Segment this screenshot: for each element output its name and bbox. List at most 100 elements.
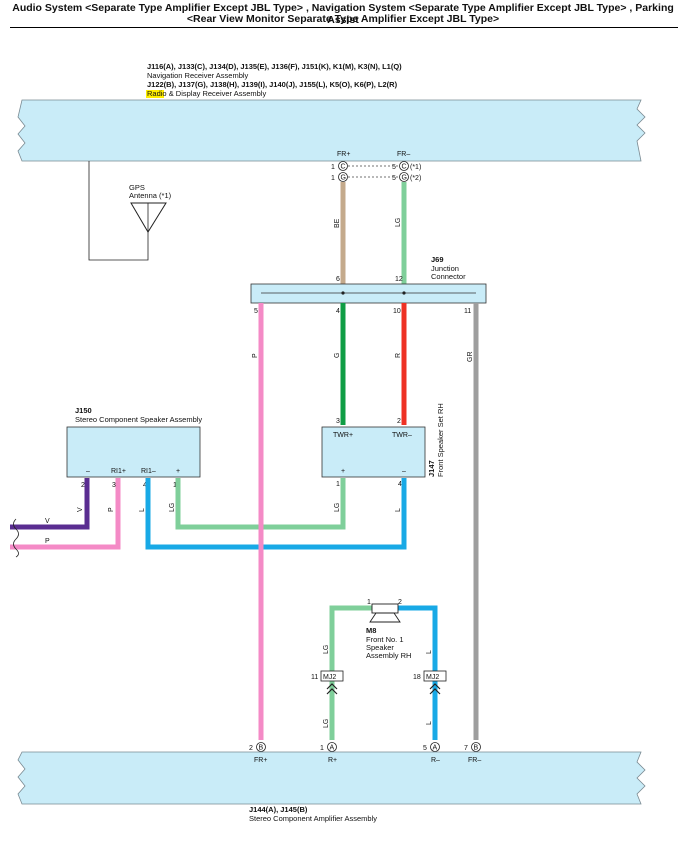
mj2-junction-left [320,670,344,682]
j69-id: J69 [431,255,444,264]
amp-terminal-r-minus: R– [431,757,440,764]
wire-label-be: BE [334,218,341,228]
j147-id: J147 [427,460,436,477]
m8-id: M8 [366,626,376,635]
j147-terminal-twr-minus: TWR– [392,432,412,439]
amp-terminal-fr-plus: FR+ [254,757,267,764]
receiver-assembly-panel [17,99,646,162]
j147-pin-3: 3 [336,418,340,425]
j150-speaker-assembly [66,426,201,478]
svg-text:MJ2: MJ2 [323,674,336,681]
j150-pin-2: 2 [81,482,85,489]
m8-speaker-icon [371,603,399,614]
mj2-left-chevron-icon [326,683,338,695]
amplifier-assembly-panel [17,751,646,805]
j69-junction-connector [250,283,487,304]
j150-name: Stereo Component Speaker Assembly [75,415,202,424]
gps-antenna-lead [88,161,149,261]
m8-pin-2: 2 [398,599,402,606]
j147-terminal-plus: + [341,468,345,475]
mj2-right-chevron-icon [429,683,441,695]
j69-pin-6: 6 [336,276,340,283]
note-star-1: (*1) [410,164,421,171]
wire-label-r: R [395,353,402,358]
amp-name: Stereo Component Amplifier Assembly [249,814,377,823]
j150-terminal-ri1-minus: RI1– [141,468,156,475]
wire-l-m8 [398,605,438,740]
j69-pin-4: 4 [336,308,340,315]
wire-label-gr: GR [467,352,474,363]
pin-5g: 5 [392,175,396,182]
gps-label: GPS [129,183,145,192]
wire-label-v-vertical: V [77,507,84,512]
m8-name-2: Speaker [366,643,394,652]
amp-pin-7b: 7 [464,745,468,752]
mj2-pin-18: 18 [413,674,421,681]
j69-name-2: Connector [431,272,466,281]
wire-label-l-j147: L [395,508,402,512]
svg-text:C: C [402,164,407,171]
amp-pin-5a: 5 [423,745,427,752]
svg-text:MJ2: MJ2 [426,674,439,681]
wire-label-p-vertical: P [108,507,115,512]
j147-pin-4: 4 [398,481,402,488]
wire-label-l-m8: L [426,650,433,654]
svg-text:A: A [433,745,438,752]
wire-label-lg-j147: LG [334,503,341,512]
j150-pin-4: 4 [143,482,147,489]
j147-pin-1: 1 [336,481,340,488]
terminal-fr-minus-top: FR– [397,151,410,158]
nav-receiver-name: Navigation Receiver Assembly [147,71,249,80]
svg-text:G: G [341,175,346,182]
title-rule [10,27,678,28]
note-star-2: (*2) [410,175,421,182]
j147-terminal-minus: – [402,468,406,475]
radio-receiver-connectors: J122(B), J137(G), J138(H), J139(I), J140… [147,80,398,89]
gps-antenna-icon [130,202,167,233]
m8-name-1: Front No. 1 [366,635,404,644]
j69-pin-12: 12 [395,276,403,283]
j69-name-1: Junction [431,264,459,273]
wire-label-p-main: P [252,353,259,358]
connector-c-fr-minus [399,161,409,171]
harness-break-icon [13,518,19,558]
wire-label-lg-m8: LG [323,645,330,654]
amp-terminal-fr-minus: FR– [468,757,481,764]
m8-name-3: Assembly RH [366,651,411,660]
j147-name: Front Speaker Set RH [436,403,445,477]
wire-v [10,478,90,530]
j69-pin-11: 11 [464,308,471,315]
svg-text:B: B [474,745,479,752]
j147-front-speaker-set [321,426,426,478]
m8-pin-1: 1 [367,599,371,606]
j150-pin-1: 1 [173,482,177,489]
j147-terminal-twr-plus: TWR+ [333,432,353,439]
pin-1g: 1 [331,175,335,182]
wire-label-lg-j150: LG [169,503,176,512]
j150-terminal-plus: + [176,468,180,475]
j150-pin-3: 3 [112,482,116,489]
j147-pin-2: 2 [397,418,401,425]
amp-terminal-r-plus: R+ [328,757,337,764]
connector-c-fr-plus [338,161,348,171]
amp-pin-1a: 1 [320,745,324,752]
svg-text:G: G [402,175,407,182]
terminal-fr-plus-top: FR+ [337,151,350,158]
svg-text:C: C [341,164,346,171]
wire-p-j150 [10,478,121,550]
diagram-title-line-2: <Rear View Monitor Separate Type Amplifi… [186,13,500,25]
wire-label-v: V [45,518,50,525]
j69-pin-10: 10 [393,308,401,315]
connector-g-fr-plus [338,172,348,182]
j150-terminal-ri1-plus: RI1+ [111,468,126,475]
svg-text:B: B [259,745,264,752]
wire-label-lg-amp: LG [323,719,330,728]
connector-a-r-plus [327,742,337,752]
wire-lg-m8 [329,605,372,740]
wire-l-speaker [145,478,407,550]
wire-label-lg-top: LG [395,218,402,227]
connector-b-fr-minus [471,742,481,752]
radio-receiver-name: Radio & Display Receiver Assembly [147,89,266,98]
connector-g-fr-minus [399,172,409,182]
